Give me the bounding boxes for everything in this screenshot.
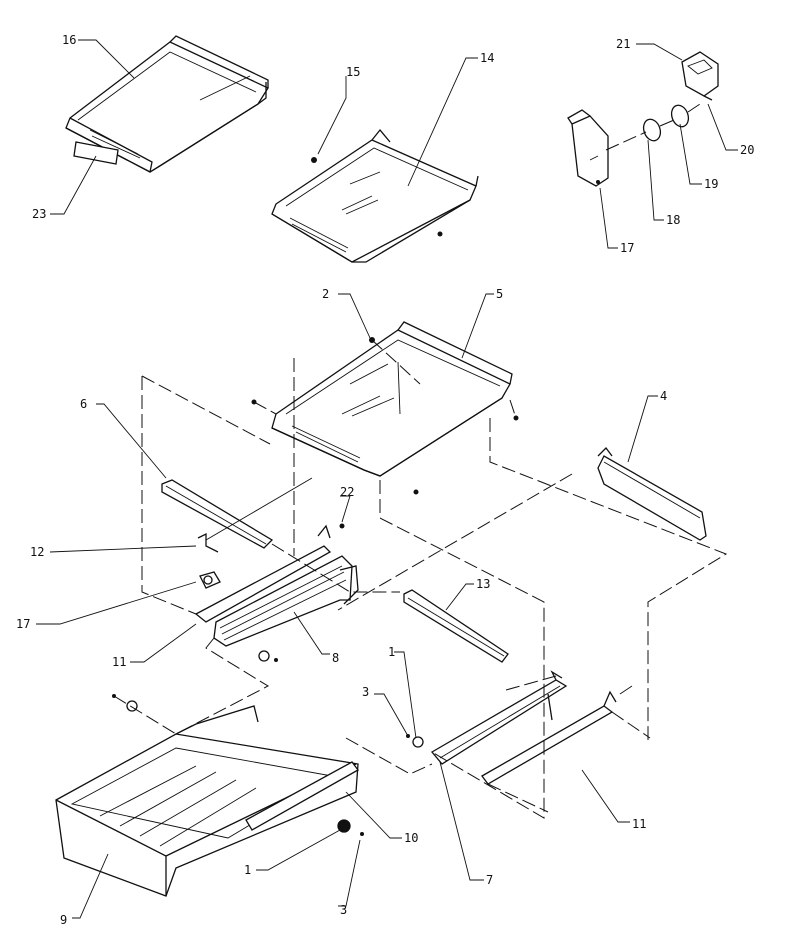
label-part-23 xyxy=(73,141,119,165)
label-2: 2 xyxy=(322,287,329,301)
label-6: 6 xyxy=(80,397,87,411)
slide-part-8 xyxy=(213,555,359,647)
label-10: 10 xyxy=(404,831,418,845)
leader-lines xyxy=(36,39,738,919)
label-12: 12 xyxy=(30,545,44,559)
slide-part-7 xyxy=(431,670,568,765)
clip-part-12 xyxy=(197,477,313,553)
shelf-part-14 xyxy=(271,128,479,263)
label-1-mid: 1 xyxy=(388,645,395,659)
rail-part-11-left xyxy=(194,524,332,623)
label-13: 13 xyxy=(476,577,490,591)
cover-part-4 xyxy=(597,447,707,541)
label-11-right: 11 xyxy=(632,817,646,831)
label-18: 18 xyxy=(666,213,680,227)
label-14: 14 xyxy=(480,51,494,65)
label-20: 20 xyxy=(740,143,754,157)
label-8: 8 xyxy=(332,651,339,665)
label-23: 23 xyxy=(32,207,46,221)
shelf-part-5 xyxy=(271,321,513,477)
label-9: 9 xyxy=(60,913,67,927)
label-3-mid: 3 xyxy=(362,685,369,699)
shelf-part-16 xyxy=(65,35,269,173)
label-16: 16 xyxy=(62,33,76,47)
label-15: 15 xyxy=(346,65,360,79)
label-17-mid: 17 xyxy=(16,617,30,631)
label-7: 7 xyxy=(486,873,493,887)
label-3-bottom: 3 xyxy=(340,903,347,917)
label-19: 19 xyxy=(704,177,718,191)
bracket-assembly xyxy=(567,51,719,187)
rail-part-11-right xyxy=(481,685,633,785)
label-4: 4 xyxy=(660,389,667,403)
label-5: 5 xyxy=(496,287,503,301)
assembly-lines xyxy=(113,339,728,819)
label-22: 22 xyxy=(340,485,354,499)
rail-part-6 xyxy=(161,479,274,549)
drawer-part-9 xyxy=(55,705,359,897)
label-21: 21 xyxy=(616,37,630,51)
label-1-bottom: 1 xyxy=(244,863,251,877)
roller-part-17 xyxy=(199,571,221,589)
bar-part-13 xyxy=(403,589,509,663)
rail-part-10 xyxy=(245,761,359,831)
label-11-left: 11 xyxy=(112,655,126,669)
part-labels: 16 23 15 14 21 20 19 18 17 2 5 6 4 22 12… xyxy=(16,33,754,927)
label-17-top: 17 xyxy=(620,241,634,255)
